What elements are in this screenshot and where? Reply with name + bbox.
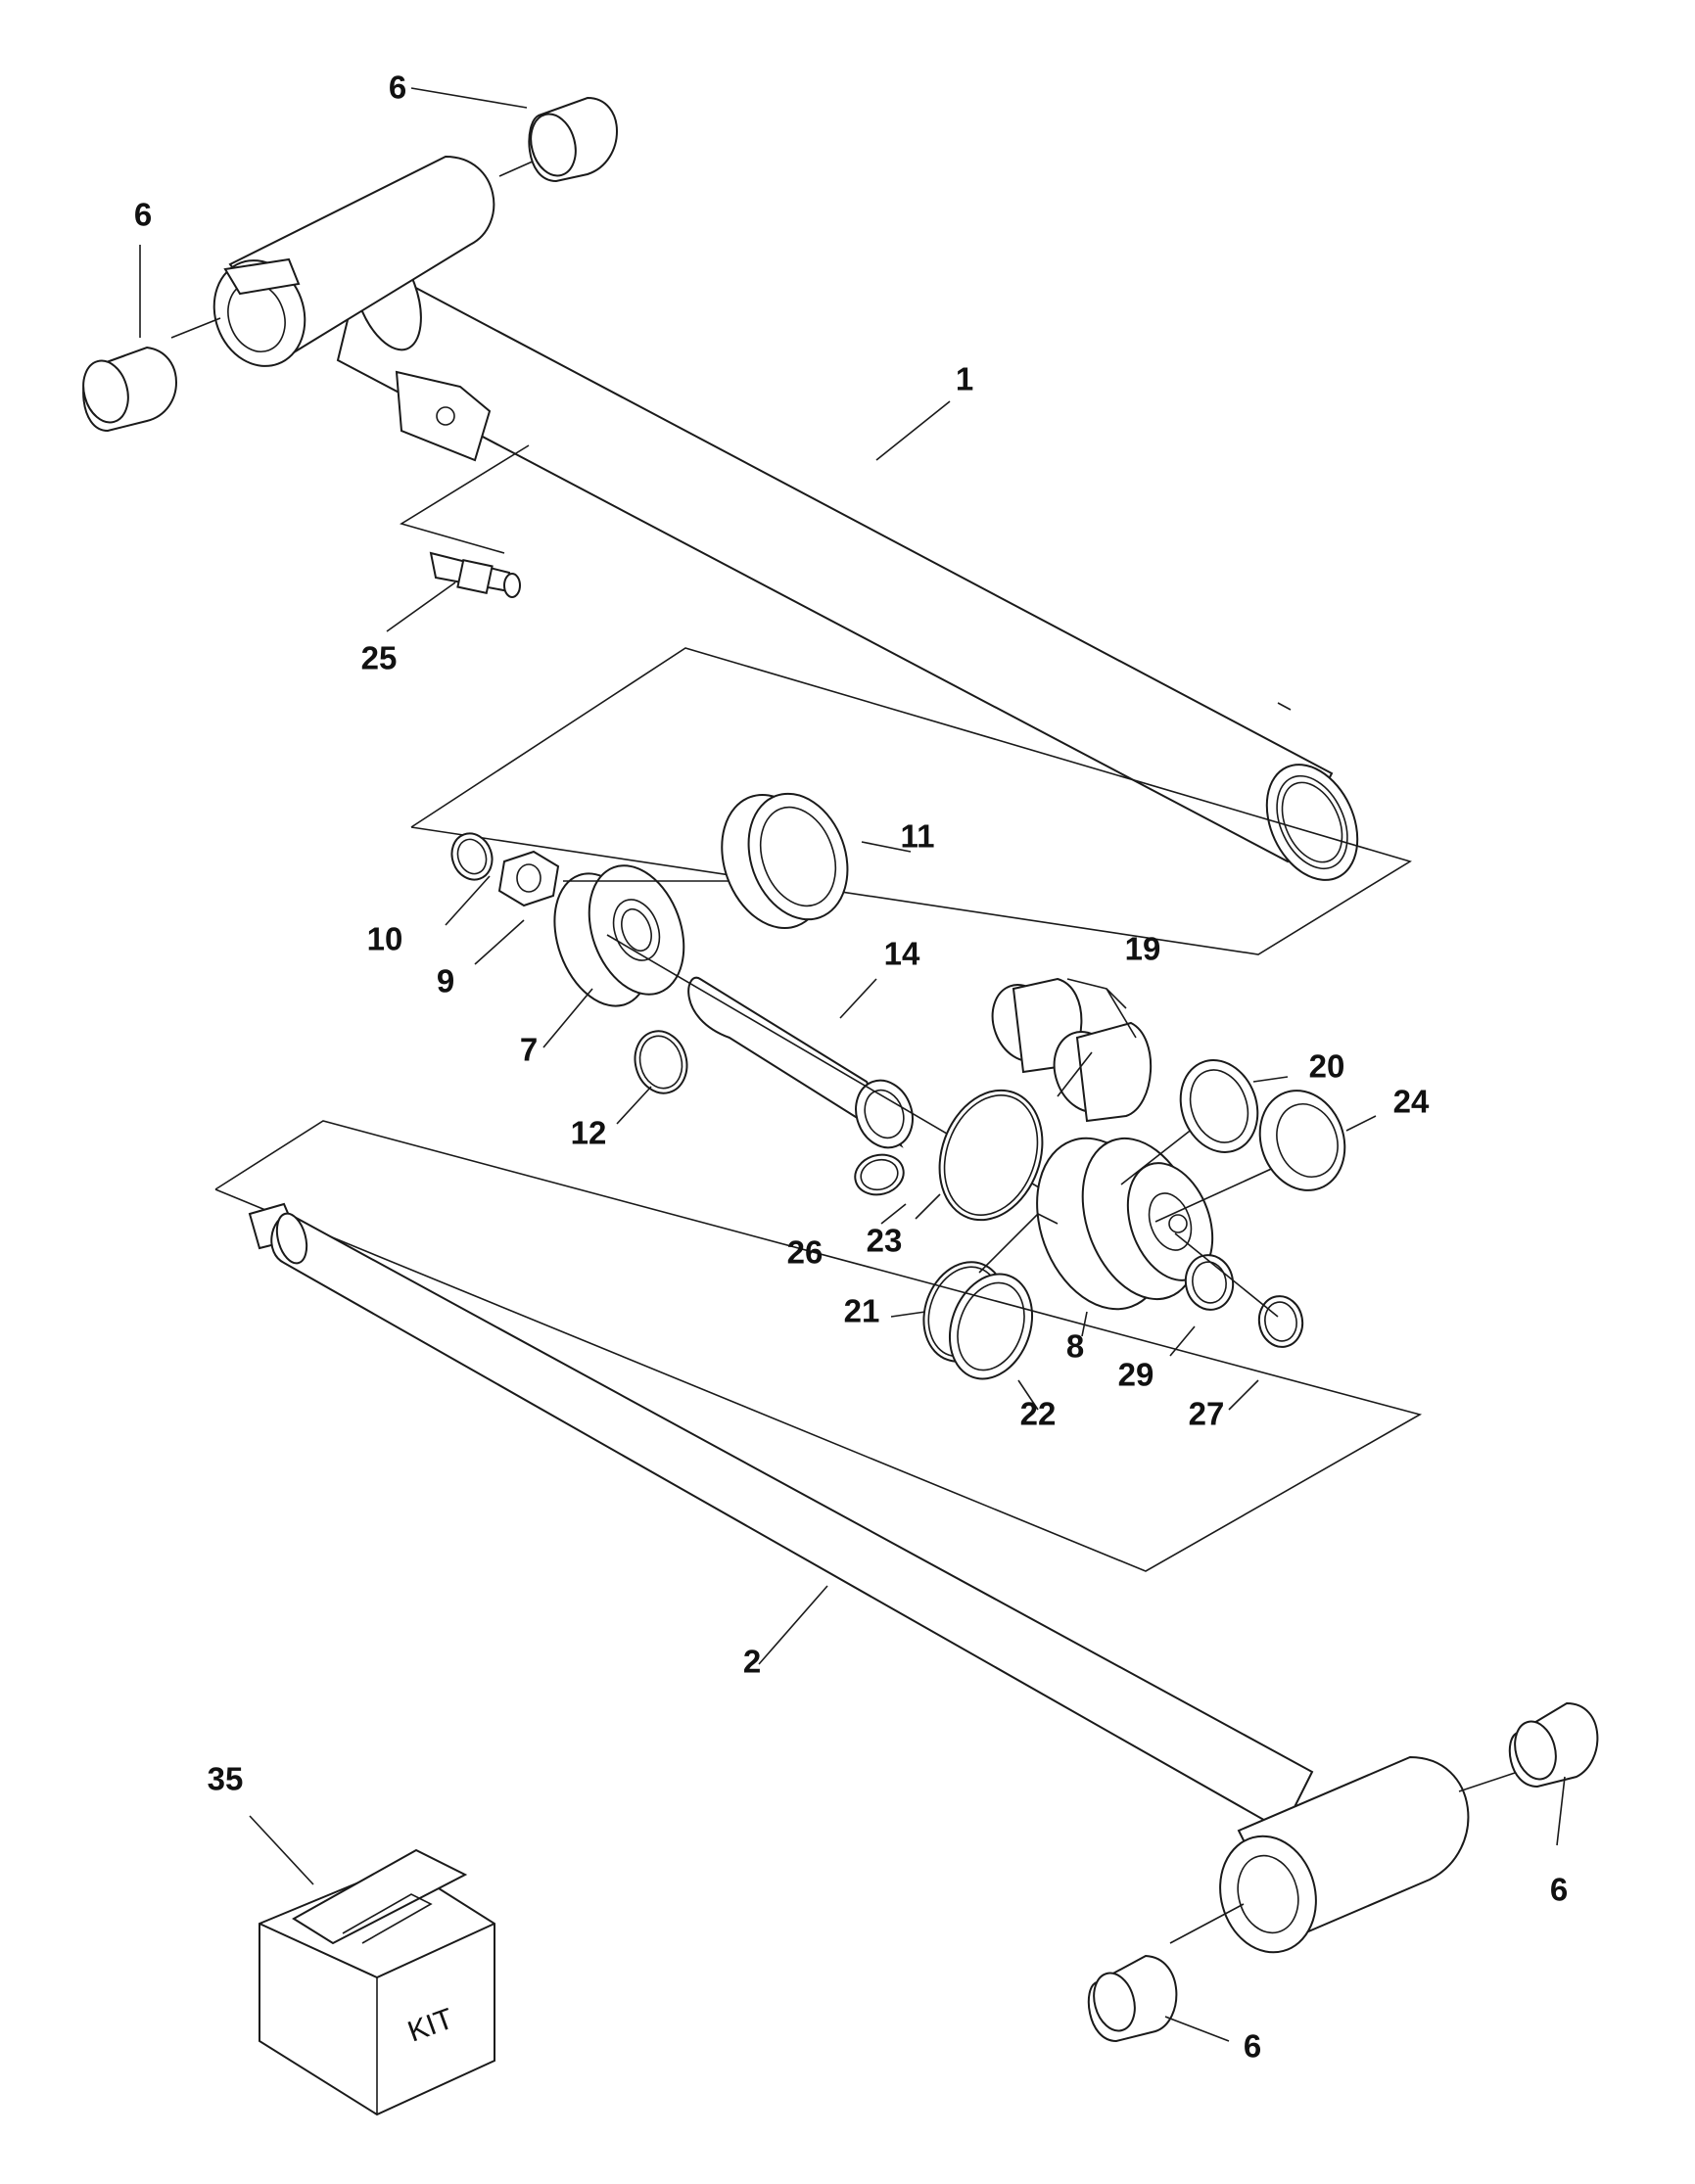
bushing-bottom-left [1087,1954,1178,2043]
callout-21: 21 [844,1293,880,1329]
callout-24: 24 [1393,1084,1430,1120]
callout-23: 23 [867,1223,903,1259]
callout-27: 27 [1189,1396,1225,1432]
callout-2: 2 [743,1644,761,1680]
callout-12: 12 [571,1115,607,1151]
callout-20: 20 [1309,1048,1345,1085]
callout-29: 29 [1118,1357,1154,1393]
callout-22: 22 [1020,1396,1057,1432]
fitting [429,551,521,598]
callout-26: 26 [787,1234,824,1271]
callout-6-top-right: 6 [389,70,406,106]
cylinder-barrel [170,155,1359,881]
callout-19: 19 [1125,931,1161,967]
callout-labels: 6 6 1 25 11 10 9 14 19 7 20 24 12 26 23 … [134,70,1568,2065]
callout-10: 10 [367,921,403,957]
callout-7: 7 [520,1032,538,1068]
callout-8: 8 [1066,1328,1084,1365]
callout-6-bottom-left: 6 [1244,2028,1261,2065]
callout-11: 11 [901,818,935,855]
callout-25: 25 [361,640,398,676]
callout-14: 14 [884,936,920,972]
bushing-top-right [528,96,618,183]
callout-35: 35 [208,1761,244,1797]
callout-6-bottom-right: 6 [1550,1872,1568,1908]
bushing-bottom-right [1508,1701,1599,1789]
seal-kit-box: KIT [259,1848,495,2116]
callout-1: 1 [956,361,973,397]
leader-lines [139,87,1566,2042]
callout-9: 9 [437,963,454,999]
gland-group [410,647,1412,1380]
callout-6-top-left: 6 [134,197,152,233]
piston-rod [214,1120,1519,1954]
bushing-top-left [82,346,177,433]
